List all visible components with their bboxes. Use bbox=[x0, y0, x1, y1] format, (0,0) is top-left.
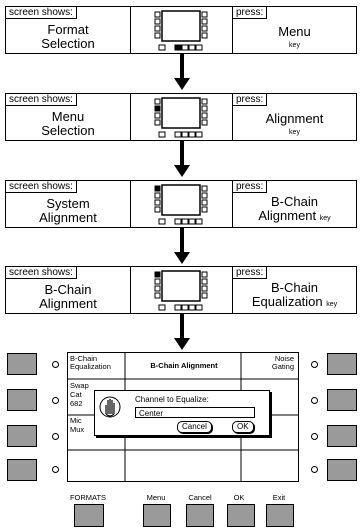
right-side-button-1[interactable] bbox=[327, 353, 357, 375]
device-icon bbox=[131, 267, 233, 313]
led-indicator bbox=[52, 361, 59, 368]
cancel-key[interactable] bbox=[186, 504, 214, 527]
hand-pointer-icon bbox=[99, 396, 121, 418]
press-text: Menu bbox=[278, 24, 311, 39]
key-label-formats: FORMATS bbox=[69, 493, 107, 502]
softkey-label-left-3: Mic Mux bbox=[70, 416, 85, 434]
device-icon bbox=[131, 181, 233, 227]
ok-button[interactable]: OK bbox=[232, 421, 254, 433]
led-indicator bbox=[311, 397, 318, 404]
device-icon bbox=[131, 7, 233, 53]
step-1: screen shows: Format Selection press: Me… bbox=[5, 6, 357, 54]
led-indicator bbox=[311, 433, 318, 440]
screen-shows-tag: screen shows: bbox=[6, 7, 77, 19]
led-indicator bbox=[52, 397, 59, 404]
key-label-menu: Menu bbox=[146, 493, 166, 502]
left-side-button-4[interactable] bbox=[7, 459, 37, 481]
down-arrow-icon bbox=[174, 141, 190, 177]
screen-text: Format Selection bbox=[41, 22, 95, 51]
screen-text: Menu Selection bbox=[41, 109, 95, 138]
dialog-prompt: Channel to Equalize: bbox=[135, 395, 209, 404]
down-arrow-icon bbox=[174, 54, 190, 90]
press-tag: press: bbox=[233, 94, 268, 106]
left-side-button-1[interactable] bbox=[7, 353, 37, 375]
led-indicator bbox=[52, 433, 59, 440]
right-side-button-4[interactable] bbox=[327, 459, 357, 481]
press-tag: press: bbox=[233, 7, 268, 19]
step-3: screen shows: System Alignment press: B-… bbox=[5, 180, 357, 228]
step-2: screen shows: Menu Selection press: Alig… bbox=[5, 93, 357, 141]
key-label-exit: Exit bbox=[272, 493, 286, 502]
step-4: screen shows: B-Chain Alignment press: B… bbox=[5, 266, 357, 314]
press-text: B-Chain bbox=[271, 280, 318, 295]
press-sub: key bbox=[289, 42, 300, 49]
key-label-ok: OK bbox=[233, 493, 245, 502]
press-text: B-Chain bbox=[271, 194, 318, 209]
device-icon bbox=[131, 94, 233, 140]
led-indicator bbox=[52, 466, 59, 473]
press-text-2: Equalization bbox=[251, 294, 323, 309]
softkey-label-left-2: Swap Cat 682 bbox=[70, 381, 89, 408]
screen-shows-tag: screen shows: bbox=[6, 267, 77, 279]
menu-key[interactable] bbox=[143, 504, 171, 527]
lcd-screen: B-Chain Equalization B-Chain Alignment N… bbox=[67, 352, 299, 482]
exit-key[interactable] bbox=[266, 504, 294, 527]
cancel-button[interactable]: Cancel bbox=[177, 421, 212, 433]
screen-shows-tag: screen shows: bbox=[6, 94, 77, 106]
softkey-label-top-right: Noise Gating bbox=[271, 354, 294, 371]
screen-shows-tag: screen shows: bbox=[6, 181, 77, 193]
equalize-dialog: Channel to Equalize: Center Cancel OK bbox=[94, 390, 270, 436]
led-indicator bbox=[311, 361, 318, 368]
press-text-2: Alignment bbox=[258, 208, 317, 223]
right-side-button-3[interactable] bbox=[327, 425, 357, 447]
softkey-label-top-left: B-Chain Equalization bbox=[70, 354, 111, 371]
screen-text: B-Chain Alignment bbox=[39, 282, 97, 311]
ok-key[interactable] bbox=[227, 504, 255, 527]
led-indicator bbox=[311, 466, 318, 473]
press-sub: key bbox=[319, 215, 331, 222]
screen-text: System Alignment bbox=[39, 196, 97, 225]
left-side-button-2[interactable] bbox=[7, 389, 37, 411]
key-label-cancel: Cancel bbox=[188, 493, 212, 502]
right-side-button-2[interactable] bbox=[327, 389, 357, 411]
press-sub: key bbox=[289, 129, 300, 136]
press-text: Alignment bbox=[265, 111, 324, 126]
screen-title: B-Chain Alignment bbox=[150, 361, 218, 370]
press-tag: press: bbox=[233, 181, 268, 193]
down-arrow-icon bbox=[174, 228, 190, 264]
press-tag: press: bbox=[233, 267, 268, 279]
down-arrow-icon bbox=[174, 314, 190, 350]
channel-field[interactable]: Center bbox=[135, 407, 255, 418]
left-side-button-3[interactable] bbox=[7, 425, 37, 447]
press-sub: key bbox=[326, 301, 338, 308]
formats-key[interactable] bbox=[74, 504, 104, 527]
